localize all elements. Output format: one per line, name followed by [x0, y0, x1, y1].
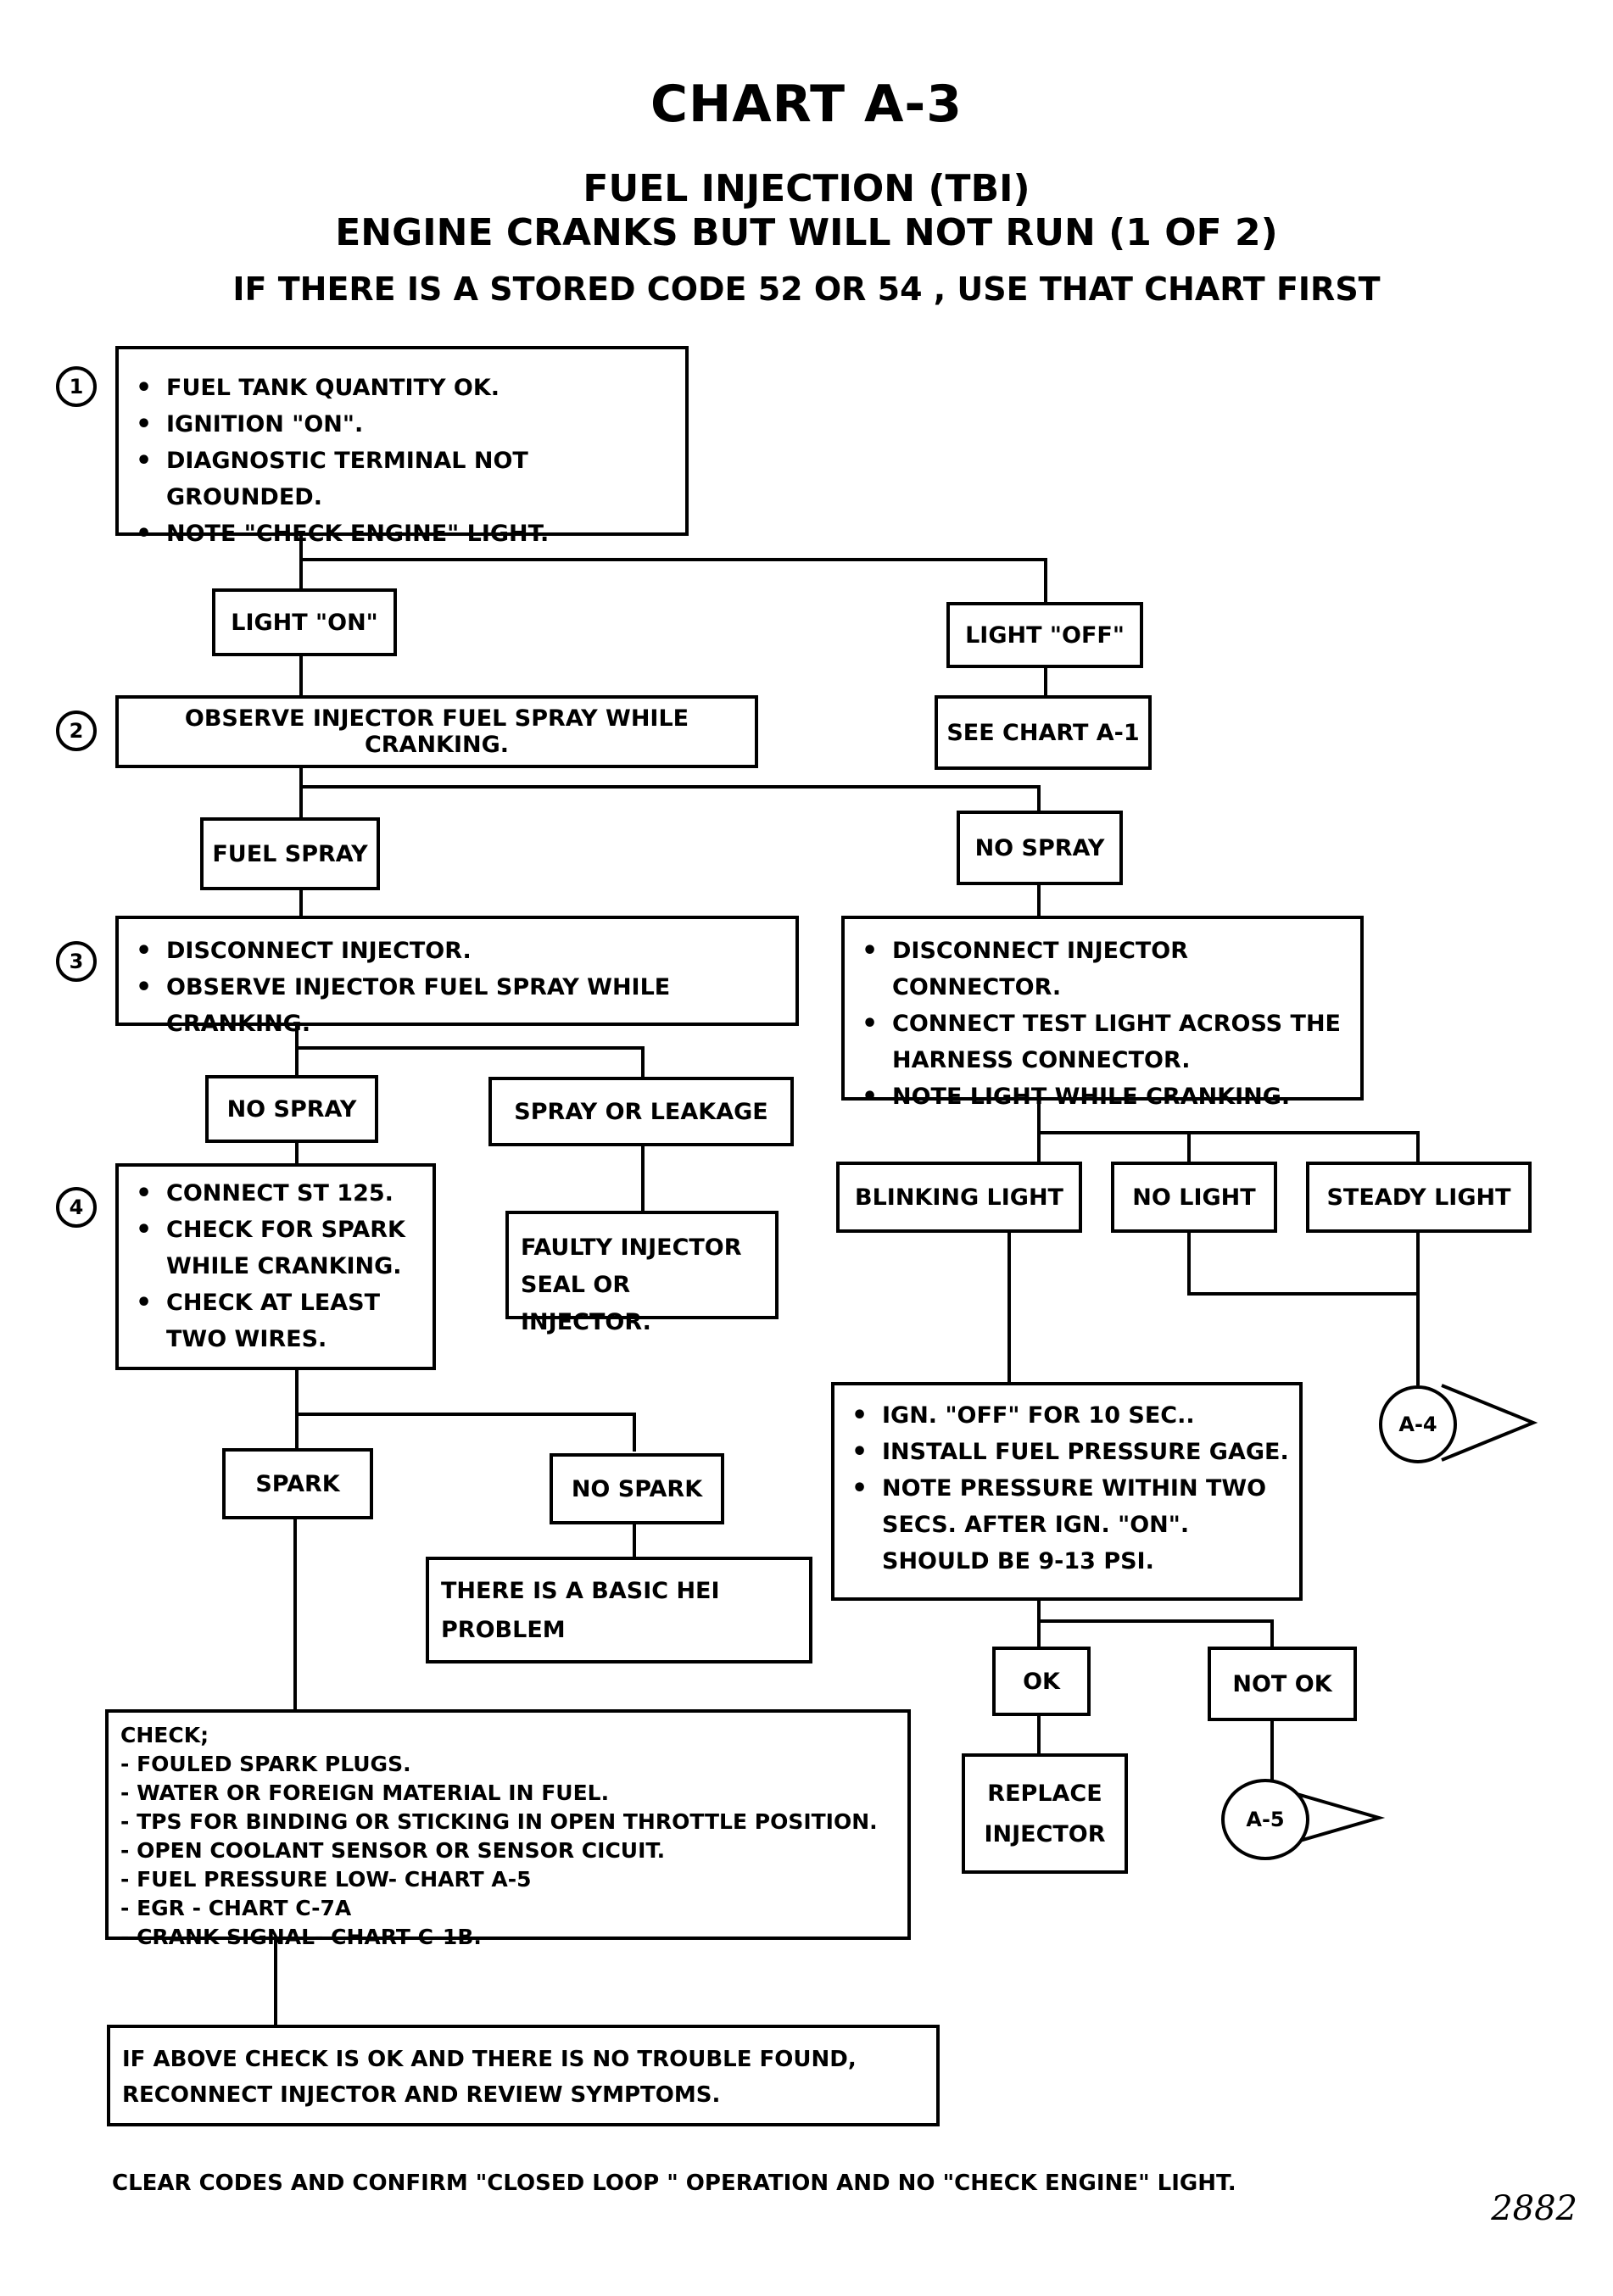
initial-checks-box: FUEL TANK QUANTITY OK. IGNITION "ON". DI…	[115, 346, 689, 552]
no-spark-label: NO SPARK	[550, 1453, 724, 1524]
test-light-box: DISCONNECT INJECTOR CONNECTOR. CONNECT T…	[841, 916, 1364, 1115]
check-line: - TPS FOR BINDING OR STICKING IN OPEN TH…	[120, 1809, 878, 1834]
final-instruction-box: IF ABOVE CHECK IS OK AND THERE IS NO TRO…	[107, 2025, 940, 2126]
chart-title: CHART A-3	[650, 75, 963, 134]
list-item: DISCONNECT INJECTOR.	[127, 933, 787, 969]
chart-subtitle-symptom: ENGINE CRANKS BUT WILL NOT RUN (1 OF 2)	[335, 211, 1278, 254]
list-item: NOTE PRESSURE WITHIN TWO SECS. AFTER IGN…	[843, 1470, 1291, 1580]
steady-light-label: STEADY LIGHT	[1306, 1162, 1532, 1233]
list-item: CONNECT ST 125.	[127, 1175, 424, 1212]
list-item: NOTE LIGHT WHILE CRANKING.	[853, 1078, 1352, 1115]
list-item: FUEL TANK QUANTITY OK.	[127, 370, 677, 406]
blinking-light-label: BLINKING LIGHT	[836, 1162, 1082, 1233]
spray-or-leakage-label: SPRAY OR LEAKAGE	[488, 1077, 794, 1146]
step-1-marker: 1	[56, 366, 97, 407]
final-line-1: IF ABOVE CHECK IS OK AND THERE IS NO TRO…	[122, 2047, 857, 2072]
final-line-2: RECONNECT INJECTOR AND REVIEW SYMPTOMS.	[122, 2082, 721, 2108]
page-number: 2882	[1491, 2189, 1577, 2228]
step-2-marker: 2	[56, 711, 97, 751]
fuel-pressure-box: IGN. "OFF" FOR 10 SEC.. INSTALL FUEL PRE…	[831, 1382, 1303, 1601]
faulty-injector-line-2: SEAL OR INJECTOR.	[521, 1272, 651, 1335]
fuel-spray-label: FUEL SPRAY	[200, 817, 380, 890]
step-3-marker: 3	[56, 941, 97, 982]
faulty-injector-box: FAULTY INJECTOR SEAL OR INJECTOR.	[505, 1211, 779, 1335]
step-4-marker: 4	[56, 1187, 97, 1228]
faulty-injector-line-1: FAULTY INJECTOR	[521, 1234, 742, 1261]
not-ok-label: NOT OK	[1208, 1647, 1357, 1721]
hei-line-2: PROBLEM	[441, 1617, 566, 1643]
see-chart-a1-box: SEE CHART A-1	[935, 695, 1152, 770]
a4-connector-circle: A-4	[1379, 1385, 1457, 1463]
hei-line-1: THERE IS A BASIC HEI	[441, 1578, 720, 1604]
a4-connector-arrow	[1441, 1384, 1538, 1462]
list-item: DISCONNECT INJECTOR CONNECTOR.	[853, 933, 1352, 1006]
check-line: - EGR - CHART C-7A	[120, 1896, 352, 1920]
list-item: OBSERVE INJECTOR FUEL SPRAY WHILE CRANKI…	[127, 969, 787, 1042]
spark-label: SPARK	[222, 1448, 373, 1519]
ok-label: OK	[992, 1647, 1091, 1716]
replace-line-1: REPLACE	[987, 1781, 1102, 1807]
chart-subtitle-code-note: IF THERE IS A STORED CODE 52 OR 54 , USE…	[232, 270, 1381, 308]
disconnect-injector-box: DISCONNECT INJECTOR. OBSERVE INJECTOR FU…	[115, 916, 799, 1037]
check-line: - FUEL PRESSURE LOW- CHART A-5	[120, 1867, 532, 1892]
list-item: INSTALL FUEL PRESSURE GAGE.	[843, 1434, 1291, 1470]
no-spray-right-label: NO SPRAY	[957, 811, 1123, 885]
no-light-label: NO LIGHT	[1111, 1162, 1277, 1233]
check-line: - OPEN COOLANT SENSOR OR SENSOR CICUIT.	[120, 1838, 666, 1863]
chart-subtitle-system: FUEL INJECTION (TBI)	[583, 167, 1030, 210]
check-line: - FOULED SPARK PLUGS.	[120, 1752, 411, 1776]
light-on-label: LIGHT "ON"	[212, 588, 397, 656]
list-item: IGNITION "ON".	[127, 406, 677, 443]
check-causes-box: CHECK; - FOULED SPARK PLUGS. - WATER OR …	[105, 1709, 911, 1949]
footer-note: CLEAR CODES AND CONFIRM "CLOSED LOOP " O…	[112, 2171, 1236, 2196]
list-item: CHECK FOR SPARK WHILE CRANKING.	[127, 1212, 424, 1285]
basic-hei-problem-box: THERE IS A BASIC HEI PROBLEM	[426, 1557, 812, 1663]
check-line: CHECK;	[120, 1723, 209, 1747]
replace-line-2: INJECTOR	[984, 1821, 1106, 1847]
replace-injector-box: REPLACE INJECTOR	[962, 1753, 1128, 1874]
check-line: - CRANK SIGNAL- CHART C-1B.	[120, 1925, 482, 1949]
light-off-label: LIGHT "OFF"	[946, 602, 1143, 668]
spark-test-box: CONNECT ST 125. CHECK FOR SPARK WHILE CR…	[115, 1163, 436, 1370]
no-spray-left-label: NO SPRAY	[205, 1075, 378, 1143]
check-line: - WATER OR FOREIGN MATERIAL IN FUEL.	[120, 1781, 610, 1805]
list-item: CHECK AT LEAST TWO WIRES.	[127, 1285, 424, 1357]
list-item: IGN. "OFF" FOR 10 SEC..	[843, 1397, 1291, 1434]
a5-connector-circle: A-5	[1221, 1779, 1309, 1860]
list-item: CONNECT TEST LIGHT ACROSS THE HARNESS CO…	[853, 1006, 1352, 1078]
observe-spray-box: OBSERVE INJECTOR FUEL SPRAY WHILE CRANKI…	[115, 695, 758, 768]
list-item: NOTE "CHECK ENGINE" LIGHT.	[127, 515, 677, 552]
list-item: DIAGNOSTIC TERMINAL NOT GROUNDED.	[127, 443, 677, 515]
